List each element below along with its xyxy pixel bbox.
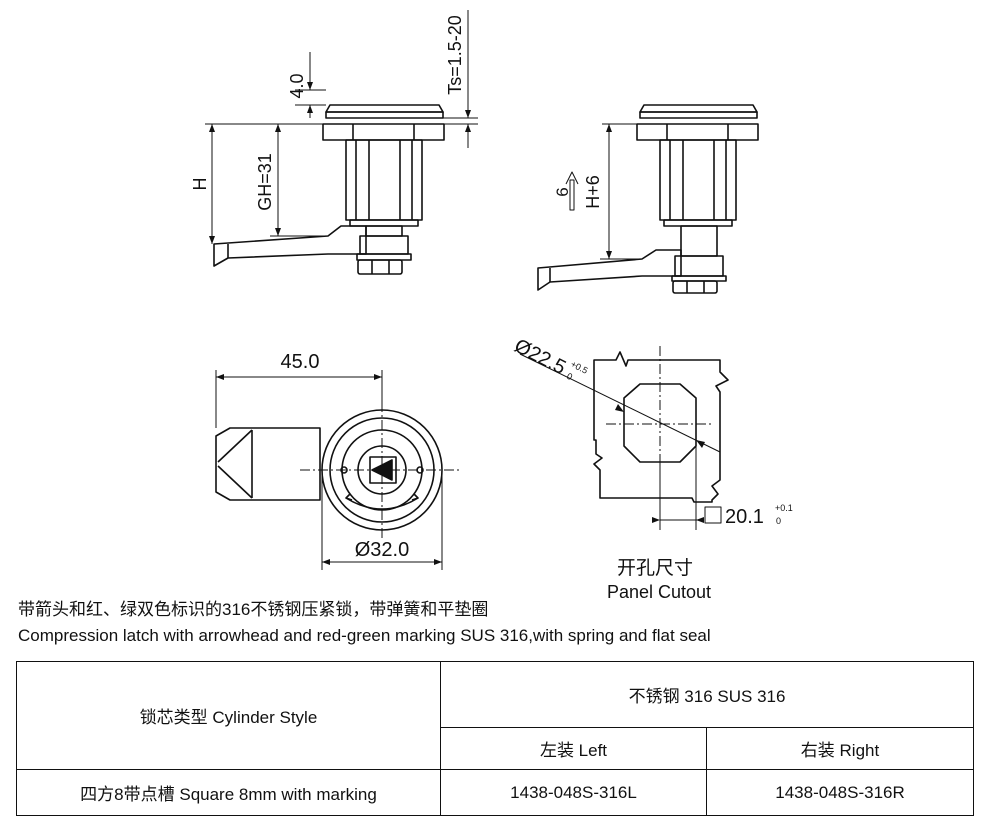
cutout-title-cn: 开孔尺寸 <box>617 557 693 579</box>
dim-cutout-diameter: Ø22.5 <box>511 335 570 379</box>
technical-drawing: 4.0 Ts=1.5-20 H GH=31 6 H+6 45.0 Ø32.0 Ø… <box>190 10 793 600</box>
latch-side-view-right <box>537 104 759 294</box>
part-number-table: 锁芯类型 Cylinder Style 不锈钢 316 SUS 316 左装 L… <box>16 661 975 816</box>
panel-cutout-drawing <box>593 351 729 503</box>
description-chinese: 带箭头和红、绿双色标识的316不锈钢压紧锁，带弹簧和平垫圈 <box>18 600 489 619</box>
dim-diameter: Ø32.0 <box>355 539 409 561</box>
material-header: 不锈钢 316 SUS 316 <box>439 661 975 728</box>
dim-cutout-square-tol-upper: +0.1 <box>775 503 793 513</box>
dim-panel-thickness: Ts=1.5-20 <box>445 15 465 95</box>
dim-width: 45.0 <box>281 351 320 373</box>
cutout-title-en: Panel Cutout <box>607 582 711 600</box>
right-dimension-lines <box>565 123 642 260</box>
row-left-part-number: 1438-048S-316L <box>440 769 707 816</box>
dim-cutout-square: 20.1 <box>725 506 764 528</box>
arrowheads <box>209 82 705 565</box>
dim-h-plus: H+6 <box>583 175 603 209</box>
row-right-part-number: 1438-048S-316R <box>705 769 975 816</box>
front-dimension-lines <box>215 370 460 570</box>
description-english: Compression latch with arrowhead and red… <box>18 626 711 645</box>
dimension-labels: 4.0 Ts=1.5-20 H GH=31 6 H+6 45.0 Ø32.0 Ø… <box>190 15 793 561</box>
dim-top-thickness: 4.0 <box>287 73 307 98</box>
table-row: 四方8带点槽 Square 8mm with marking 1438-048S… <box>16 769 975 816</box>
dim-cutout-diameter-tol-lower: 0 <box>565 371 574 382</box>
dim-grip-height: GH=31 <box>255 153 275 211</box>
dim-travel: 6 <box>553 187 572 196</box>
cylinder-style-header: 锁芯类型 Cylinder Style <box>16 661 441 770</box>
right-mount-header: 右装 Right <box>705 727 975 770</box>
cutout-dimension-lines <box>519 346 722 530</box>
left-mount-header: 左装 Left <box>440 727 707 770</box>
dim-h: H <box>190 178 210 191</box>
left-dimension-lines <box>205 10 478 244</box>
latch-side-view-left <box>213 104 445 275</box>
dim-cutout-square-tol-lower: 0 <box>776 516 781 526</box>
row-cylinder-style: 四方8带点槽 Square 8mm with marking <box>16 769 441 816</box>
